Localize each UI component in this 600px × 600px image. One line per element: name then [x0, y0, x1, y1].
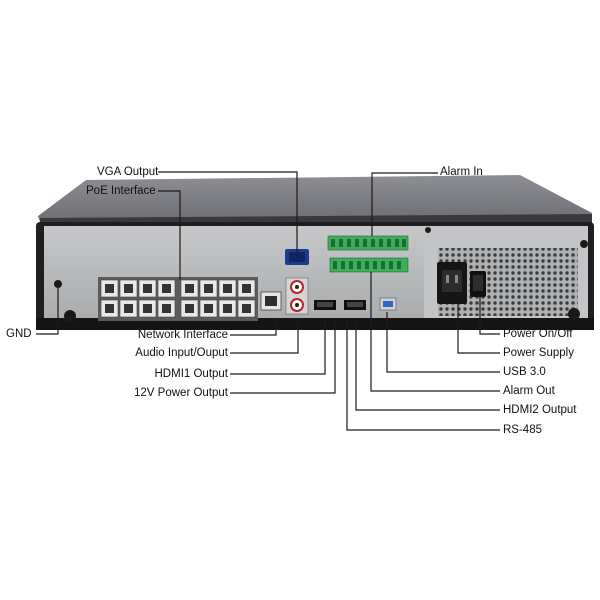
leader-vga-output	[158, 171, 298, 252]
screws	[54, 227, 588, 322]
label-audio-io: Audio Input/Ouput	[135, 347, 228, 359]
alarm-in-terminal	[327, 235, 409, 251]
network-port	[260, 291, 282, 311]
chassis-top	[38, 175, 592, 226]
label-hdmi2-output: HDMI2 Output	[503, 404, 577, 416]
label-usb3: USB 3.0	[503, 366, 546, 378]
leader-alarm-in	[371, 172, 438, 236]
usb3-port	[379, 297, 397, 311]
audio-jacks	[285, 277, 309, 315]
leader-hdmi1-output	[230, 320, 326, 375]
label-hdmi1-output: HDMI1 Output	[154, 368, 229, 380]
leader-usb3	[386, 312, 500, 373]
leader-lines	[36, 171, 500, 431]
power-switch	[470, 271, 486, 297]
label-network-interface: Network Interface	[137, 329, 228, 341]
leader-power-supply	[457, 303, 500, 354]
leader-alarm-out	[370, 272, 500, 392]
leader-power-onoff	[479, 296, 500, 335]
leader-audio-io	[230, 320, 299, 354]
power-supply-socket	[437, 262, 467, 304]
leader-poe-interface	[158, 190, 181, 280]
vga-port	[285, 249, 309, 265]
label-alarm-out: Alarm Out	[503, 385, 555, 397]
hdmi2-port	[344, 300, 366, 310]
label-rs485: RS-485	[503, 424, 542, 436]
label-vga-output: VGA Output	[97, 166, 159, 178]
poe-ports	[98, 277, 258, 321]
label-gnd: GND	[6, 328, 32, 340]
leader-12v-power-output	[230, 320, 336, 394]
hdmi1-port	[314, 300, 336, 310]
leader-network-interface	[230, 318, 277, 336]
leader-rs485	[346, 320, 500, 431]
leader-hdmi2-output	[355, 320, 500, 411]
label-power-onoff: Power On/Off	[503, 328, 573, 340]
leader-gnd	[36, 288, 59, 335]
alarm-out-terminal	[329, 257, 409, 273]
label-12v-power-output: 12V Power Output	[134, 387, 228, 399]
label-alarm-in: Alarm In	[440, 166, 483, 178]
label-power-supply: Power Supply	[503, 347, 574, 359]
label-poe-interface: PoE Interface	[86, 185, 156, 197]
